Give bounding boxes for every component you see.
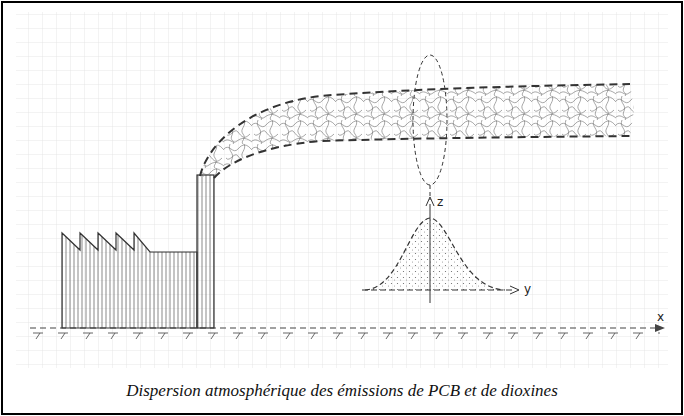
axis-label: x — [656, 311, 665, 323]
caption: Dispersion atmosphérique des émissions d… — [10, 382, 674, 401]
plume — [200, 84, 634, 178]
chimney — [197, 175, 214, 328]
cross-section — [413, 55, 447, 185]
arrowhead — [510, 286, 519, 294]
arrowhead — [426, 197, 434, 206]
grid-paper — [16, 12, 668, 368]
y-axis — [362, 290, 512, 291]
axis-label: y — [523, 283, 532, 295]
z-axis — [430, 204, 431, 303]
axis-label: z — [436, 196, 444, 208]
plume-edge — [200, 84, 630, 176]
arrowhead — [655, 324, 665, 332]
gaussian-curve — [365, 218, 505, 290]
plume-edge — [214, 136, 630, 178]
ground-hatching — [30, 330, 660, 340]
factory-building — [62, 233, 197, 328]
gaussian-fill — [365, 218, 505, 290]
